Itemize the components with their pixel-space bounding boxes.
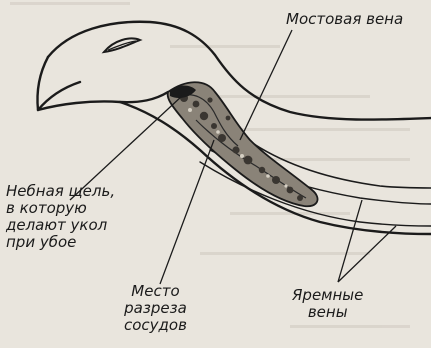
label-palatal-slit-line: при убое xyxy=(6,234,115,251)
label-cut-place-line: Место xyxy=(124,283,187,300)
head-top-contour xyxy=(48,22,431,120)
label-cut-place-line: сосудов xyxy=(124,317,187,334)
label-bridge-vein: Мостовая вена xyxy=(286,11,403,28)
label-palatal-slit-line: Небная щель, xyxy=(6,183,115,200)
label-jugular-veins-line: вены xyxy=(292,304,363,321)
label-cut-place: Место разреза сосудов xyxy=(124,283,187,334)
label-palatal-slit: Небная щель, в которую делают укол при у… xyxy=(6,183,115,251)
beak-lower xyxy=(38,92,168,110)
eye-icon xyxy=(104,39,140,53)
label-bridge-vein-text: Мостовая вена xyxy=(286,11,403,28)
label-jugular-veins-line: Яремные xyxy=(292,287,363,304)
label-jugular-veins: Яремные вены xyxy=(292,287,363,321)
exposed-vessels xyxy=(168,82,318,206)
label-palatal-slit-line: в которую xyxy=(6,200,115,217)
leader-cut-place xyxy=(160,140,214,284)
label-palatal-slit-line: делают укол xyxy=(6,217,115,234)
label-cut-place-line: разреза xyxy=(124,300,187,317)
